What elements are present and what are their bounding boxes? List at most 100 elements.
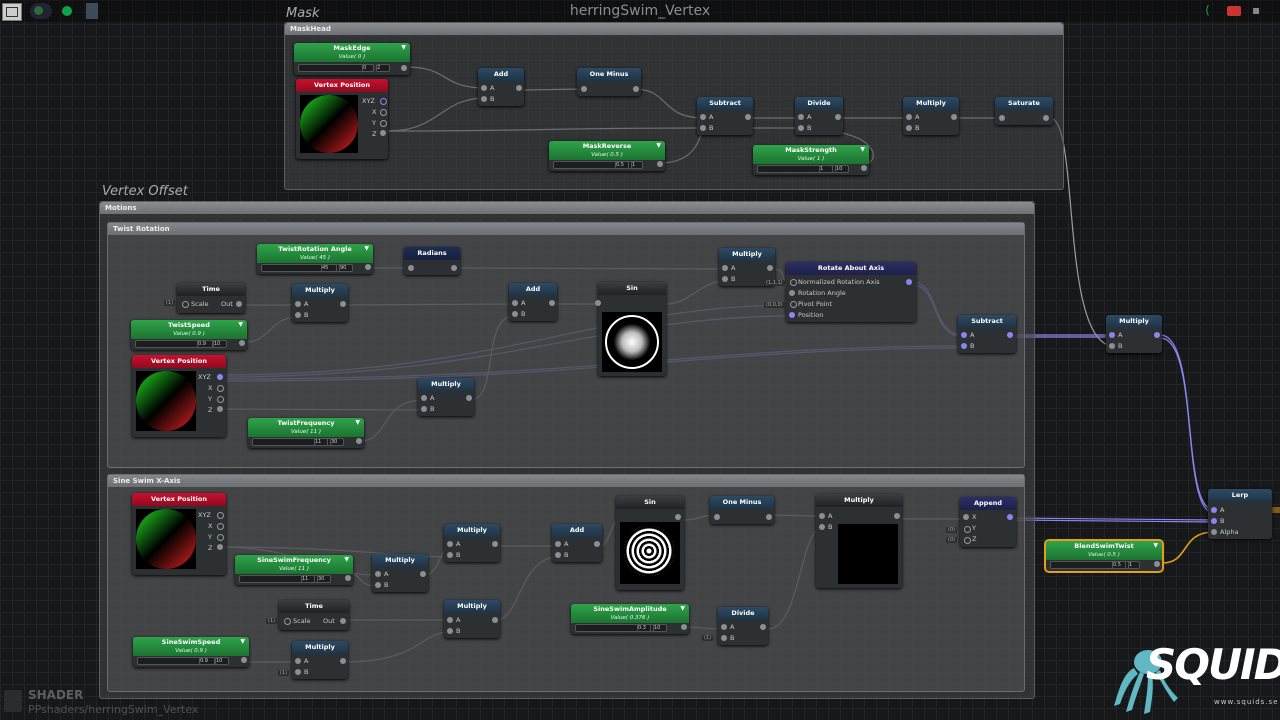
output-port[interactable] [340,658,346,664]
a-port[interactable] [721,624,727,630]
output-port[interactable] [906,279,912,285]
mask-edge-max[interactable]: 2 [376,64,390,72]
a-port[interactable] [722,265,728,271]
time-node[interactable]: Time Scale Out [279,600,349,630]
a-port[interactable] [906,114,912,120]
input-port[interactable] [714,514,720,520]
a-port[interactable] [375,571,381,577]
output-port[interactable] [340,301,346,307]
out-port[interactable] [340,618,346,624]
rotation-axis-port[interactable] [790,279,797,286]
output-port[interactable] [356,438,362,444]
input-port[interactable] [581,86,587,92]
add-node[interactable]: Add A B [552,524,602,562]
b-port[interactable] [447,628,453,634]
toggle-view-button[interactable] [2,3,22,21]
sine-amplitude-val[interactable]: 0.3 [637,624,651,632]
y-port[interactable] [217,534,224,541]
a-port[interactable] [1109,332,1115,338]
multiply-node[interactable]: Multiply A B [372,554,428,592]
vertex-position-node[interactable]: Vertex Position XYZ X Y Z [132,355,226,437]
twist-angle-max[interactable]: 90 [339,264,353,272]
output-port[interactable] [745,114,751,120]
output-port[interactable] [492,541,498,547]
twist-frequency-max[interactable]: 30 [330,438,344,446]
output-port[interactable] [767,265,773,271]
output-port[interactable] [451,265,457,271]
b-port[interactable] [295,669,301,675]
output-port[interactable] [861,165,867,171]
output-port[interactable] [492,617,498,623]
twist-speed-val[interactable]: 0.9 [197,340,213,348]
blend-val[interactable]: 0.5 [1112,561,1126,569]
live-mode-toggle[interactable] [30,3,52,19]
x-port[interactable] [963,514,969,520]
position-port[interactable] [789,312,795,318]
z-port[interactable] [964,537,971,544]
dropdown-arrow-icon[interactable]: ▼ [344,556,349,563]
scale-port[interactable] [284,618,291,625]
dropdown-arrow-icon[interactable]: ▼ [1153,542,1158,549]
a-port[interactable] [512,300,518,306]
output-port[interactable] [239,340,245,346]
output-port[interactable] [345,575,351,581]
vertex-position-node[interactable]: Vertex Position XYZ X Y Z [132,493,226,575]
output-port[interactable] [549,300,555,306]
b-port[interactable] [700,125,706,131]
y-port[interactable] [380,120,387,127]
output-port[interactable] [1154,332,1160,338]
output-port[interactable] [766,514,772,520]
sine-frequency-val[interactable]: 11 [301,575,315,583]
b-port[interactable] [375,582,381,588]
blend-max[interactable]: 1 [1128,561,1140,569]
output-port[interactable] [516,85,522,91]
twist-speed-max[interactable]: 10 [213,340,227,348]
output-port[interactable] [1007,514,1013,520]
divide-node[interactable]: Divide A B [718,607,768,645]
b-port[interactable] [961,343,967,349]
scale-port[interactable] [182,301,189,308]
share-icon[interactable]: ⟨ [1205,3,1210,17]
x-port[interactable] [217,523,224,530]
multiply-node[interactable]: Multiply A B [816,494,902,588]
multiply-node[interactable]: Multiply A B [719,248,775,286]
mask-edge-min[interactable]: 0 [362,64,374,72]
a-port[interactable] [700,114,706,120]
a-port[interactable] [447,617,453,623]
multiply-node[interactable]: Multiply A B [444,600,500,638]
b-port[interactable] [447,552,453,558]
dropdown-arrow-icon[interactable]: ▼ [680,605,685,612]
add-node[interactable]: Add A B [478,68,524,106]
b-port[interactable] [906,125,912,131]
sine-speed-val[interactable]: 0.9 [199,657,215,665]
dropdown-arrow-icon[interactable]: ▼ [401,44,406,51]
rotation-angle-port[interactable] [789,290,795,296]
output-port[interactable] [365,264,371,270]
output-port[interactable] [401,65,407,71]
multiply-node[interactable]: Multiply A B [418,378,474,416]
multiply-node[interactable]: Multiply A B [444,524,500,562]
sine-speed-max[interactable]: 10 [215,657,229,665]
a-port[interactable] [961,332,967,338]
b-port[interactable] [421,406,427,412]
multiply-node[interactable]: Multiply A B [292,641,348,679]
dropdown-arrow-icon[interactable]: ▼ [656,142,661,149]
subtract-node[interactable]: Subtract A B [697,97,753,135]
mask-strength-val[interactable]: 1 [819,165,833,173]
add-node[interactable]: Add A B [509,283,557,321]
multiply-node[interactable]: Multiply A B [292,284,348,322]
a-port[interactable] [819,513,825,519]
saturate-node[interactable]: Saturate [995,97,1053,125]
dropdown-arrow-icon[interactable]: ▼ [364,245,369,252]
multiply-node[interactable]: Multiply A B [903,97,959,135]
twist-frequency-val[interactable]: 11 [314,438,328,446]
one-minus-node[interactable]: One Minus [577,68,641,96]
a-port[interactable] [421,395,427,401]
b-port[interactable] [722,276,728,282]
a-port[interactable] [481,85,487,91]
settings-icon[interactable]: ▪ [1252,3,1261,17]
